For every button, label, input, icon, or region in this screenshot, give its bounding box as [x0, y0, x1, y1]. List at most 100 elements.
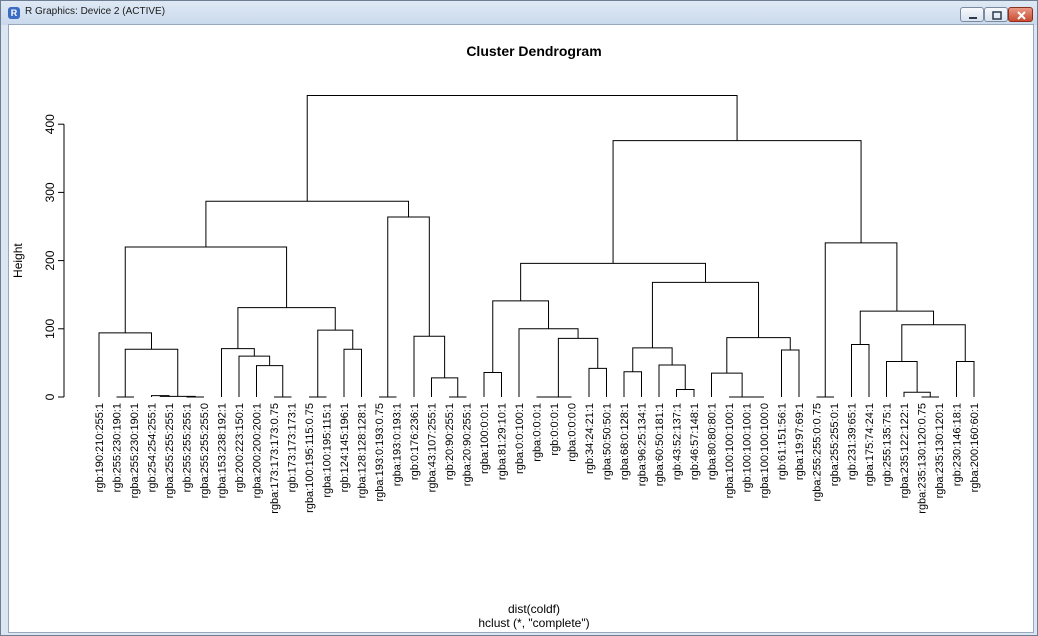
close-button[interactable]: [1008, 7, 1033, 22]
leaf-label: rgb:200:223:150:1: [234, 403, 246, 492]
dendrogram-branch: [632, 347, 673, 372]
dendrogram-branch: [387, 216, 430, 397]
leaf-label: rgb:255:255:255:1: [182, 403, 194, 492]
dendrogram-branch: [658, 364, 686, 397]
leaf-label: rgba:100:0:0:1: [479, 403, 491, 474]
minimize-icon: [969, 17, 977, 19]
dendrogram-branch: [431, 377, 459, 397]
leaf-label: rgba:43:107:255:1: [427, 403, 439, 492]
minimize-button[interactable]: [960, 7, 984, 22]
dendrogram-branches: [98, 95, 975, 398]
dendrogram-branch: [413, 335, 446, 397]
leaf-label: rgb:231:39:65:1: [847, 403, 859, 480]
leaf-label: rgb:61:151:56:1: [777, 403, 789, 480]
dendrogram-branch: [901, 324, 966, 362]
r-app-icon: R: [8, 7, 20, 19]
dendrogram-branch: [492, 300, 550, 373]
dendrogram-branch: [859, 310, 935, 345]
maximize-icon: [992, 11, 1002, 20]
dendrogram-branch: [676, 388, 695, 397]
dendrogram-branch: [237, 307, 336, 349]
dendrogram-plot: Cluster Dendrogram Height dist(coldf) hc…: [11, 43, 981, 630]
dendrogram-branch: [317, 329, 354, 397]
y-axis-label: Height: [11, 243, 25, 278]
y-tick-label: 400: [43, 114, 57, 134]
dendrogram-branch: [557, 337, 599, 397]
leaf-label: rgba:100:195:115:1: [322, 403, 334, 498]
leaf-label: rgba:20:90:255:1: [462, 403, 474, 486]
dendrogram-branch: [306, 95, 738, 202]
leaf-label: rgba:235:130:120:1: [934, 403, 946, 498]
dendrogram-branch: [124, 246, 288, 333]
y-tick-label: 0: [43, 393, 57, 400]
leaf-label: rgba:100:100:100:1: [724, 403, 736, 498]
dendrogram-branch: [903, 391, 931, 397]
leaf-labels: rgb:190:210:255:1 rgb:255:230:190:1 rgba:2…: [94, 403, 981, 514]
leaf-label: rgba:19:97:69:1: [794, 403, 806, 480]
leaf-label: rgb:0:176:236:1: [409, 403, 421, 480]
y-tick-label: 300: [43, 182, 57, 202]
dendrogram-branch: [238, 355, 271, 397]
leaf-label: rgb:20:90:255:1: [444, 403, 456, 480]
leaf-label: rgb:34:24:21:1: [584, 403, 596, 474]
leaf-label: rgba:0:0:100:1: [514, 403, 526, 474]
dendrogram-branch: [256, 365, 284, 397]
leaf-label: rgba:193:0:193:0.75: [374, 403, 386, 501]
dendrogram-branch: [781, 349, 800, 397]
maximize-button[interactable]: [984, 7, 1008, 22]
leaf-label: rgb:190:210:255:1: [94, 403, 106, 492]
leaf-label: rgba:173:173:173:0.75: [269, 403, 281, 514]
leaf-label: rgba:80:80:80:1: [707, 403, 719, 480]
leaf-label: rgb:254:254:255:1: [147, 403, 159, 492]
leaf-label: rgba:100:100:100:0: [759, 403, 771, 498]
leaf-label: rgba:255:255:0:1: [829, 403, 841, 486]
leaf-label: rgba:235:122:122:1: [899, 403, 911, 498]
dendrogram-branch: [124, 348, 179, 397]
leaf-label: rgba:81:29:10:1: [497, 403, 509, 480]
leaf-label: rgb:100:100:100:1: [742, 403, 754, 492]
window-title: R Graphics: Device 2 (ACTIVE): [25, 6, 166, 17]
plot-area: Cluster Dendrogram Height dist(coldf) hc…: [8, 24, 1034, 633]
dendrogram-branch: [886, 361, 918, 397]
y-axis: 0 100 200 300 400: [43, 114, 65, 400]
dendrogram-branch: [612, 140, 862, 264]
leaf-label: rgba:175:74:24:1: [864, 403, 876, 486]
dendrogram-branch: [726, 337, 791, 374]
dendrogram-branch: [205, 200, 410, 247]
leaf-label: rgb:124:145:196:1: [339, 403, 351, 492]
leaf-label: rgba:0:0:0:1: [532, 403, 544, 462]
leaf-label: rgba:128:128:128:1: [357, 403, 369, 498]
title-bar[interactable]: R R Graphics: Device 2 (ACTIVE): [1, 1, 1037, 25]
close-icon: [1017, 11, 1026, 20]
leaf-label: rgba:255:255:0:0.75: [812, 403, 824, 501]
leaf-label: rgba:0:0:0:0: [567, 403, 579, 462]
leaf-label: rgba:96:25:134:1: [637, 403, 649, 486]
leaf-label: rgba:153:238:192:1: [217, 403, 229, 498]
dendrogram-branch: [623, 371, 642, 397]
dendrogram-branch: [851, 343, 870, 397]
leaf-label: rgb:255:135:75:1: [882, 403, 894, 486]
chart-title: Cluster Dendrogram: [466, 43, 601, 59]
leaf-label: rgba:100:195:115:0.75: [304, 403, 316, 513]
leaf-label: rgb:230:146:18:1: [952, 403, 964, 486]
leaf-label: rgb:43:52:137:1: [672, 403, 684, 480]
leaf-label: rgba:60:50:181:1: [654, 403, 666, 486]
leaf-label: rgba:235:130:120:0.75: [917, 403, 929, 514]
leaf-label: rgb:46:57:148:1: [689, 403, 701, 480]
y-tick-label: 100: [43, 318, 57, 338]
dendrogram-branch: [343, 348, 362, 397]
leaf-label: rgba:200:160:60:1: [969, 403, 981, 492]
leaf-label: rgba:200:200:200:1: [252, 403, 264, 498]
dendrogram-branch: [956, 361, 975, 397]
leaf-label: rgba:255:230:190:1: [129, 403, 141, 498]
leaf-label: rgb:0:0:0:1: [549, 403, 561, 456]
leaf-label: rgba:68:0:128:1: [619, 403, 631, 480]
y-tick-label: 200: [43, 250, 57, 270]
leaf-label: rgb:255:230:190:1: [112, 403, 124, 492]
leaf-label: rgba:50:50:50:1: [602, 403, 614, 480]
leaf-label: rgba:255:255:255:1: [164, 403, 176, 498]
leaf-label: rgba:193:0:193:1: [392, 403, 404, 486]
leaf-label: rgb:173:173:173:1: [287, 403, 299, 492]
dendrogram-branch: [518, 328, 579, 397]
